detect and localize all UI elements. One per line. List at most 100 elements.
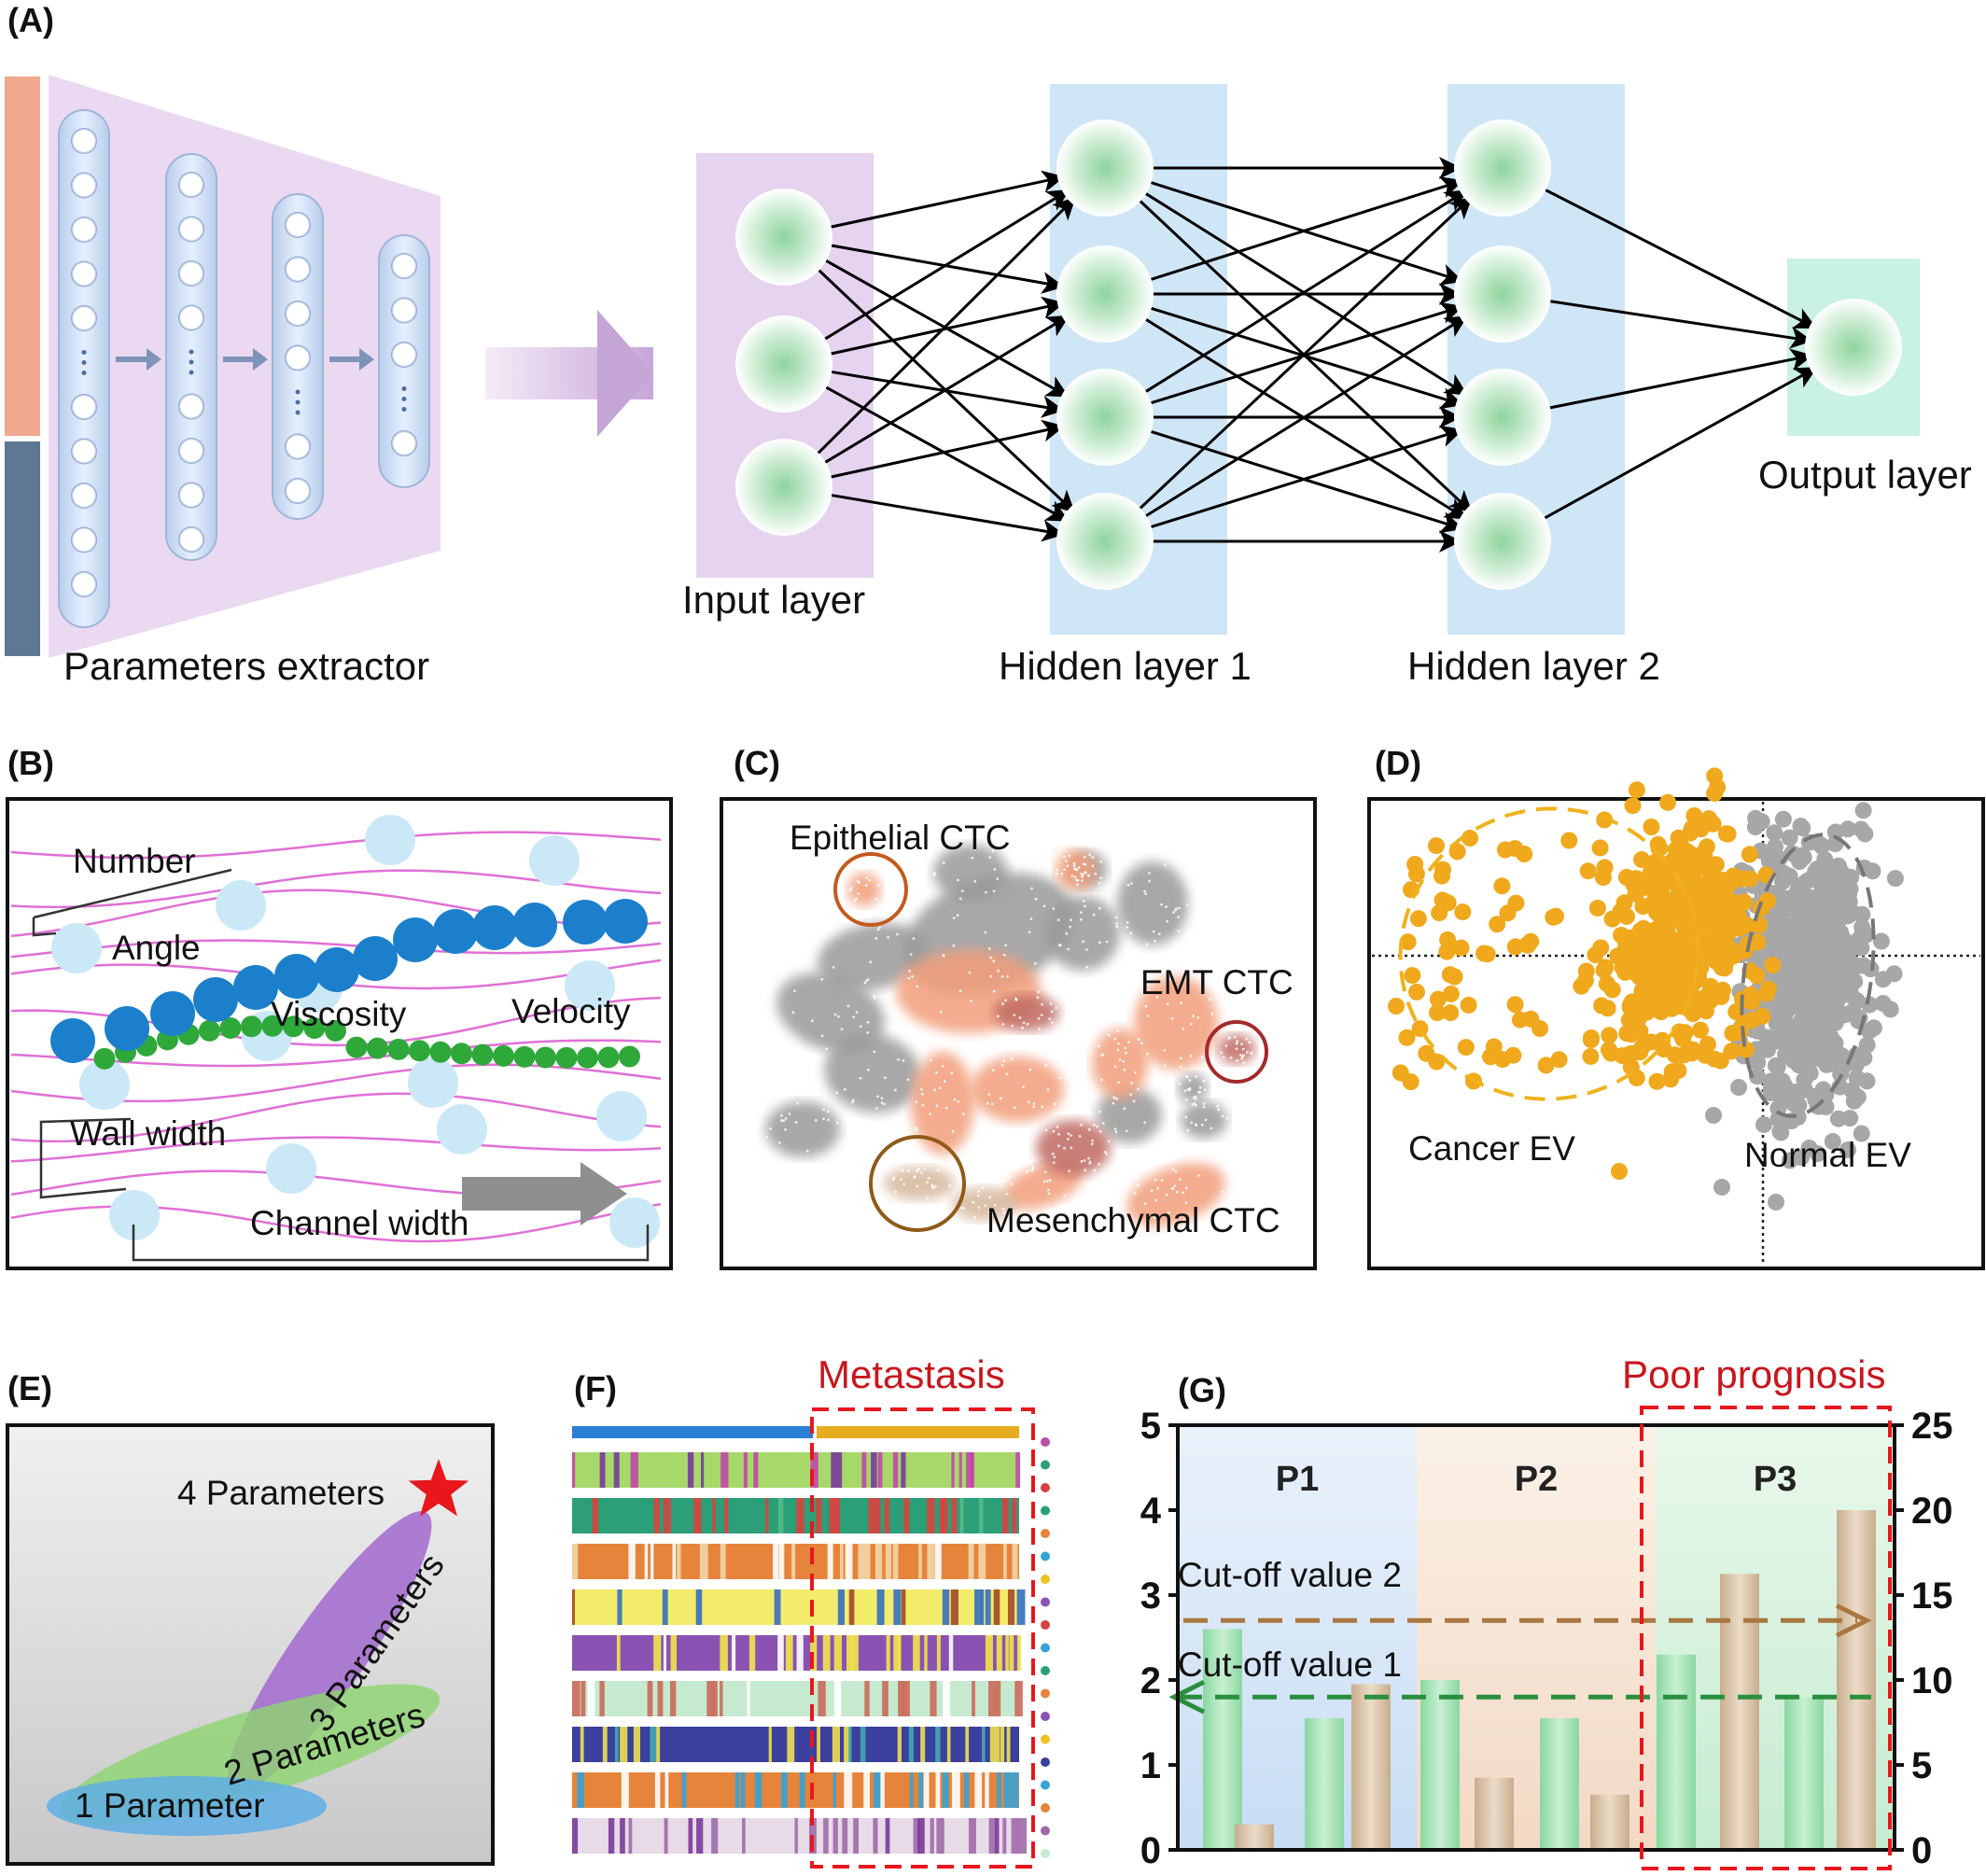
heatmap-stripe	[930, 1818, 934, 1854]
cancer-ev-point	[1696, 848, 1713, 865]
heatmap-stripe	[920, 1727, 926, 1762]
epithelial-label: Epithelial CTC	[790, 819, 1010, 857]
heatmap-stripe	[1012, 1772, 1019, 1808]
normal-ev-point	[1854, 957, 1872, 974]
heatmap-row	[572, 1681, 1019, 1716]
cluster-speckle	[953, 1098, 957, 1101]
cluster-speckle	[874, 937, 878, 940]
cluster-speckle	[1072, 864, 1076, 868]
cluster-speckle	[1114, 1130, 1118, 1134]
cluster-speckle	[843, 1087, 846, 1091]
cluster-speckle	[1092, 913, 1096, 917]
ellipsis-dot	[295, 410, 301, 415]
cluster-speckle	[1113, 1127, 1117, 1131]
network-nodes	[735, 119, 1902, 590]
cluster-speckle	[1194, 1098, 1197, 1100]
panel-e-label: (E)	[7, 1369, 52, 1407]
cluster-speckle	[827, 1110, 830, 1113]
heatmap-stripe	[1005, 1635, 1009, 1671]
cluster-speckle	[1087, 1156, 1090, 1160]
cluster-speckle	[952, 944, 956, 947]
heatmap-stripe	[980, 1589, 985, 1625]
channel-width-bracket	[132, 1225, 650, 1262]
network-edge	[1143, 315, 1468, 518]
annotation-dot	[1041, 1437, 1050, 1447]
light-bead	[596, 1091, 647, 1141]
heatmap-stripe	[882, 1681, 888, 1716]
cluster-speckle	[1055, 1006, 1057, 1010]
ellipsis-dot	[189, 359, 194, 365]
cancer-ev-point	[1434, 867, 1450, 885]
cluster-speckle	[1011, 1024, 1014, 1028]
heatmap-stripe	[965, 1727, 970, 1762]
cancer-ev-point	[1667, 908, 1685, 926]
heatmap-stripe	[902, 1681, 910, 1716]
panel-d: (D) Cancer EV Normal EV	[1367, 744, 1985, 1270]
tsne-clusters	[765, 845, 1255, 1226]
cluster-speckle	[902, 1059, 905, 1062]
normal-ev-point	[1793, 975, 1811, 993]
cluster-speckle	[1140, 1042, 1143, 1045]
ellipsis-dot	[189, 370, 194, 375]
cluster-speckle	[1195, 1123, 1197, 1126]
heatmap-stripe	[785, 1635, 793, 1671]
green-bar	[1540, 1717, 1579, 1850]
heatmap-stripe	[653, 1635, 662, 1671]
cluster-speckle	[973, 847, 976, 850]
heatmap-stripe	[846, 1635, 853, 1671]
cluster-speckle	[1125, 1051, 1127, 1055]
cluster-speckle	[820, 977, 824, 981]
heatmap-stripe	[936, 1818, 944, 1854]
heatmap-stripe	[861, 1452, 867, 1488]
network-edge	[1543, 188, 1817, 329]
tan-bar	[1590, 1794, 1629, 1850]
cluster-blob	[1181, 1101, 1227, 1139]
cluster-speckle	[901, 1169, 904, 1172]
cluster-speckle	[1078, 1135, 1082, 1138]
cluster-speckle	[996, 877, 1000, 880]
cluster-speckle	[1123, 1068, 1126, 1071]
heatmap-stripe	[602, 1727, 608, 1762]
cluster-speckle	[1105, 1152, 1108, 1155]
cluster-blob	[971, 1057, 1064, 1122]
heatmap-stripe	[913, 1635, 920, 1671]
heatmap-stripe	[816, 1498, 822, 1533]
heatmap-stripe	[720, 1681, 723, 1716]
normal-ev-point	[1811, 873, 1829, 890]
normal-ev-point	[1858, 1072, 1876, 1090]
mesenchymal-circle	[869, 1135, 966, 1232]
cancer-ev-point	[1587, 946, 1604, 963]
green-bar	[1784, 1697, 1824, 1850]
cluster-speckle	[822, 1108, 825, 1112]
heatmap-stripe	[1015, 1452, 1021, 1488]
star-icon	[408, 1459, 469, 1517]
panel-b: (B) Number Angle Viscosity Velocity Wall…	[6, 744, 673, 1270]
heatmap-stripe	[669, 1681, 677, 1716]
cancer-ev-point	[1624, 931, 1642, 949]
cluster-speckle	[1042, 904, 1046, 908]
heatmap-stripe	[796, 1498, 804, 1533]
panel-c-label: (C)	[734, 744, 780, 782]
cluster-speckle	[919, 1171, 923, 1174]
cancer-ev-point	[1659, 793, 1676, 811]
cluster-speckle	[906, 915, 910, 917]
cluster-speckle	[1047, 1192, 1051, 1196]
cancer-ev-point	[1588, 900, 1606, 917]
cluster-speckle	[1157, 932, 1161, 936]
cluster-speckle	[1229, 1056, 1233, 1059]
cancer-ev-point	[1650, 839, 1668, 857]
cancer-ev-ellipse	[1398, 806, 1700, 1101]
cluster-speckle	[1126, 920, 1129, 924]
network-connections	[816, 157, 1818, 553]
cancer-ev-point	[1594, 869, 1612, 887]
one-parameter-ellipse	[47, 1776, 327, 1836]
cluster-speckle	[962, 1207, 965, 1210]
heatmap-stripe	[572, 1818, 579, 1854]
cluster-speckle	[1066, 864, 1069, 868]
heatmap-stripe	[982, 1727, 986, 1762]
cluster-speckle	[863, 981, 867, 985]
heatmap-stripe	[985, 1589, 991, 1625]
heatmap-stripe	[885, 1818, 890, 1854]
heatmap-stripe	[732, 1635, 736, 1671]
cancer-ev-point	[1700, 810, 1718, 828]
